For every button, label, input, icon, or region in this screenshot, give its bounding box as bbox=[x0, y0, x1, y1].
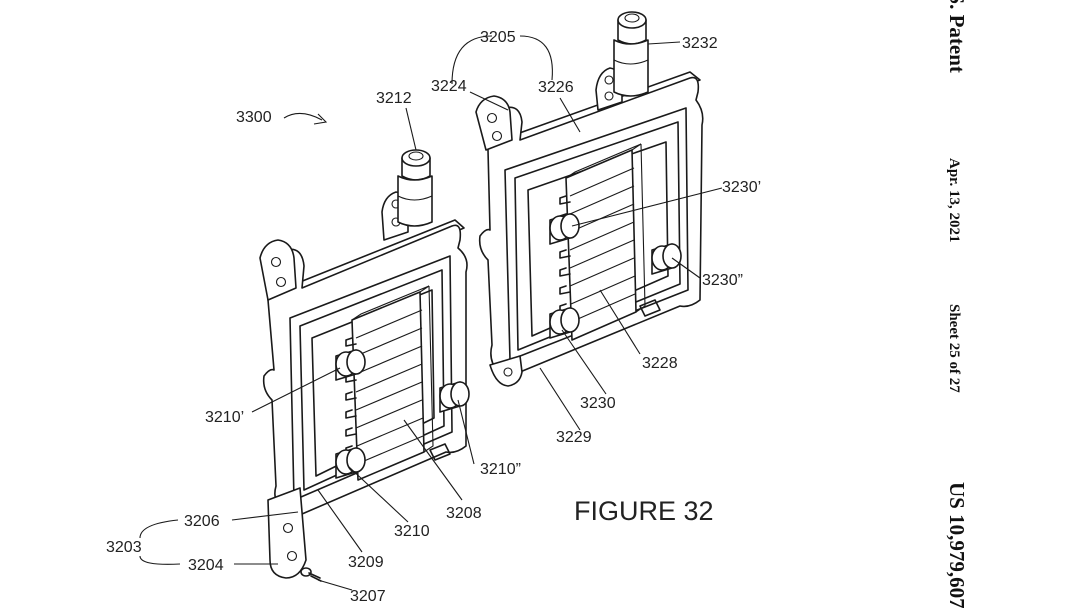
ref-3212: 3212 bbox=[376, 90, 412, 107]
ref-3300: 3300 bbox=[236, 109, 272, 126]
ref-3230-double-prime: 3230” bbox=[702, 272, 743, 289]
ref-3210-double-prime: 3210” bbox=[480, 461, 521, 478]
ref-3204: 3204 bbox=[188, 557, 224, 574]
patent-sheet: Sheet 25 of 27 bbox=[946, 304, 962, 393]
ref-3203: 3203 bbox=[106, 539, 142, 556]
ref-3229: 3229 bbox=[556, 429, 592, 446]
ref-3230-prime: 3230’ bbox=[722, 179, 761, 196]
patent-title: U.S. Patent bbox=[945, 0, 969, 73]
ref-3226: 3226 bbox=[538, 79, 574, 96]
ref-3210: 3210 bbox=[394, 523, 430, 540]
figure-caption: FIGURE 32 bbox=[574, 496, 714, 526]
boss-3230-prime bbox=[549, 213, 580, 245]
boss-3230 bbox=[549, 307, 580, 339]
patent-date: Apr. 13, 2021 bbox=[946, 158, 962, 242]
ref-3232: 3232 bbox=[682, 35, 718, 52]
ref-3206: 3206 bbox=[184, 513, 220, 530]
reference-labels: 3300 3205 3224 3226 3212 3232 3230’ 3230… bbox=[106, 29, 761, 605]
left-plate-assembly bbox=[259, 149, 470, 582]
screw-3207 bbox=[300, 567, 322, 582]
boss-3210 bbox=[335, 447, 366, 479]
leader-lines bbox=[139, 35, 723, 591]
right-plate-assembly bbox=[475, 11, 704, 387]
ref-3209: 3209 bbox=[348, 554, 384, 571]
ref-3210-prime: 3210’ bbox=[205, 409, 244, 426]
boss-3210-prime bbox=[335, 349, 366, 381]
boss-3230-double-prime bbox=[651, 243, 682, 275]
ref-3205: 3205 bbox=[480, 29, 516, 46]
ref-3230: 3230 bbox=[580, 395, 616, 412]
ref-3224: 3224 bbox=[431, 78, 467, 95]
ref-3228: 3228 bbox=[642, 355, 678, 372]
ref-3207: 3207 bbox=[350, 588, 386, 605]
patent-header: U.S. Patent Apr. 13, 2021 Sheet 25 of 27… bbox=[945, 0, 969, 608]
ref-3208: 3208 bbox=[446, 505, 482, 522]
patent-number: US 10,979,607 bbox=[945, 482, 969, 608]
